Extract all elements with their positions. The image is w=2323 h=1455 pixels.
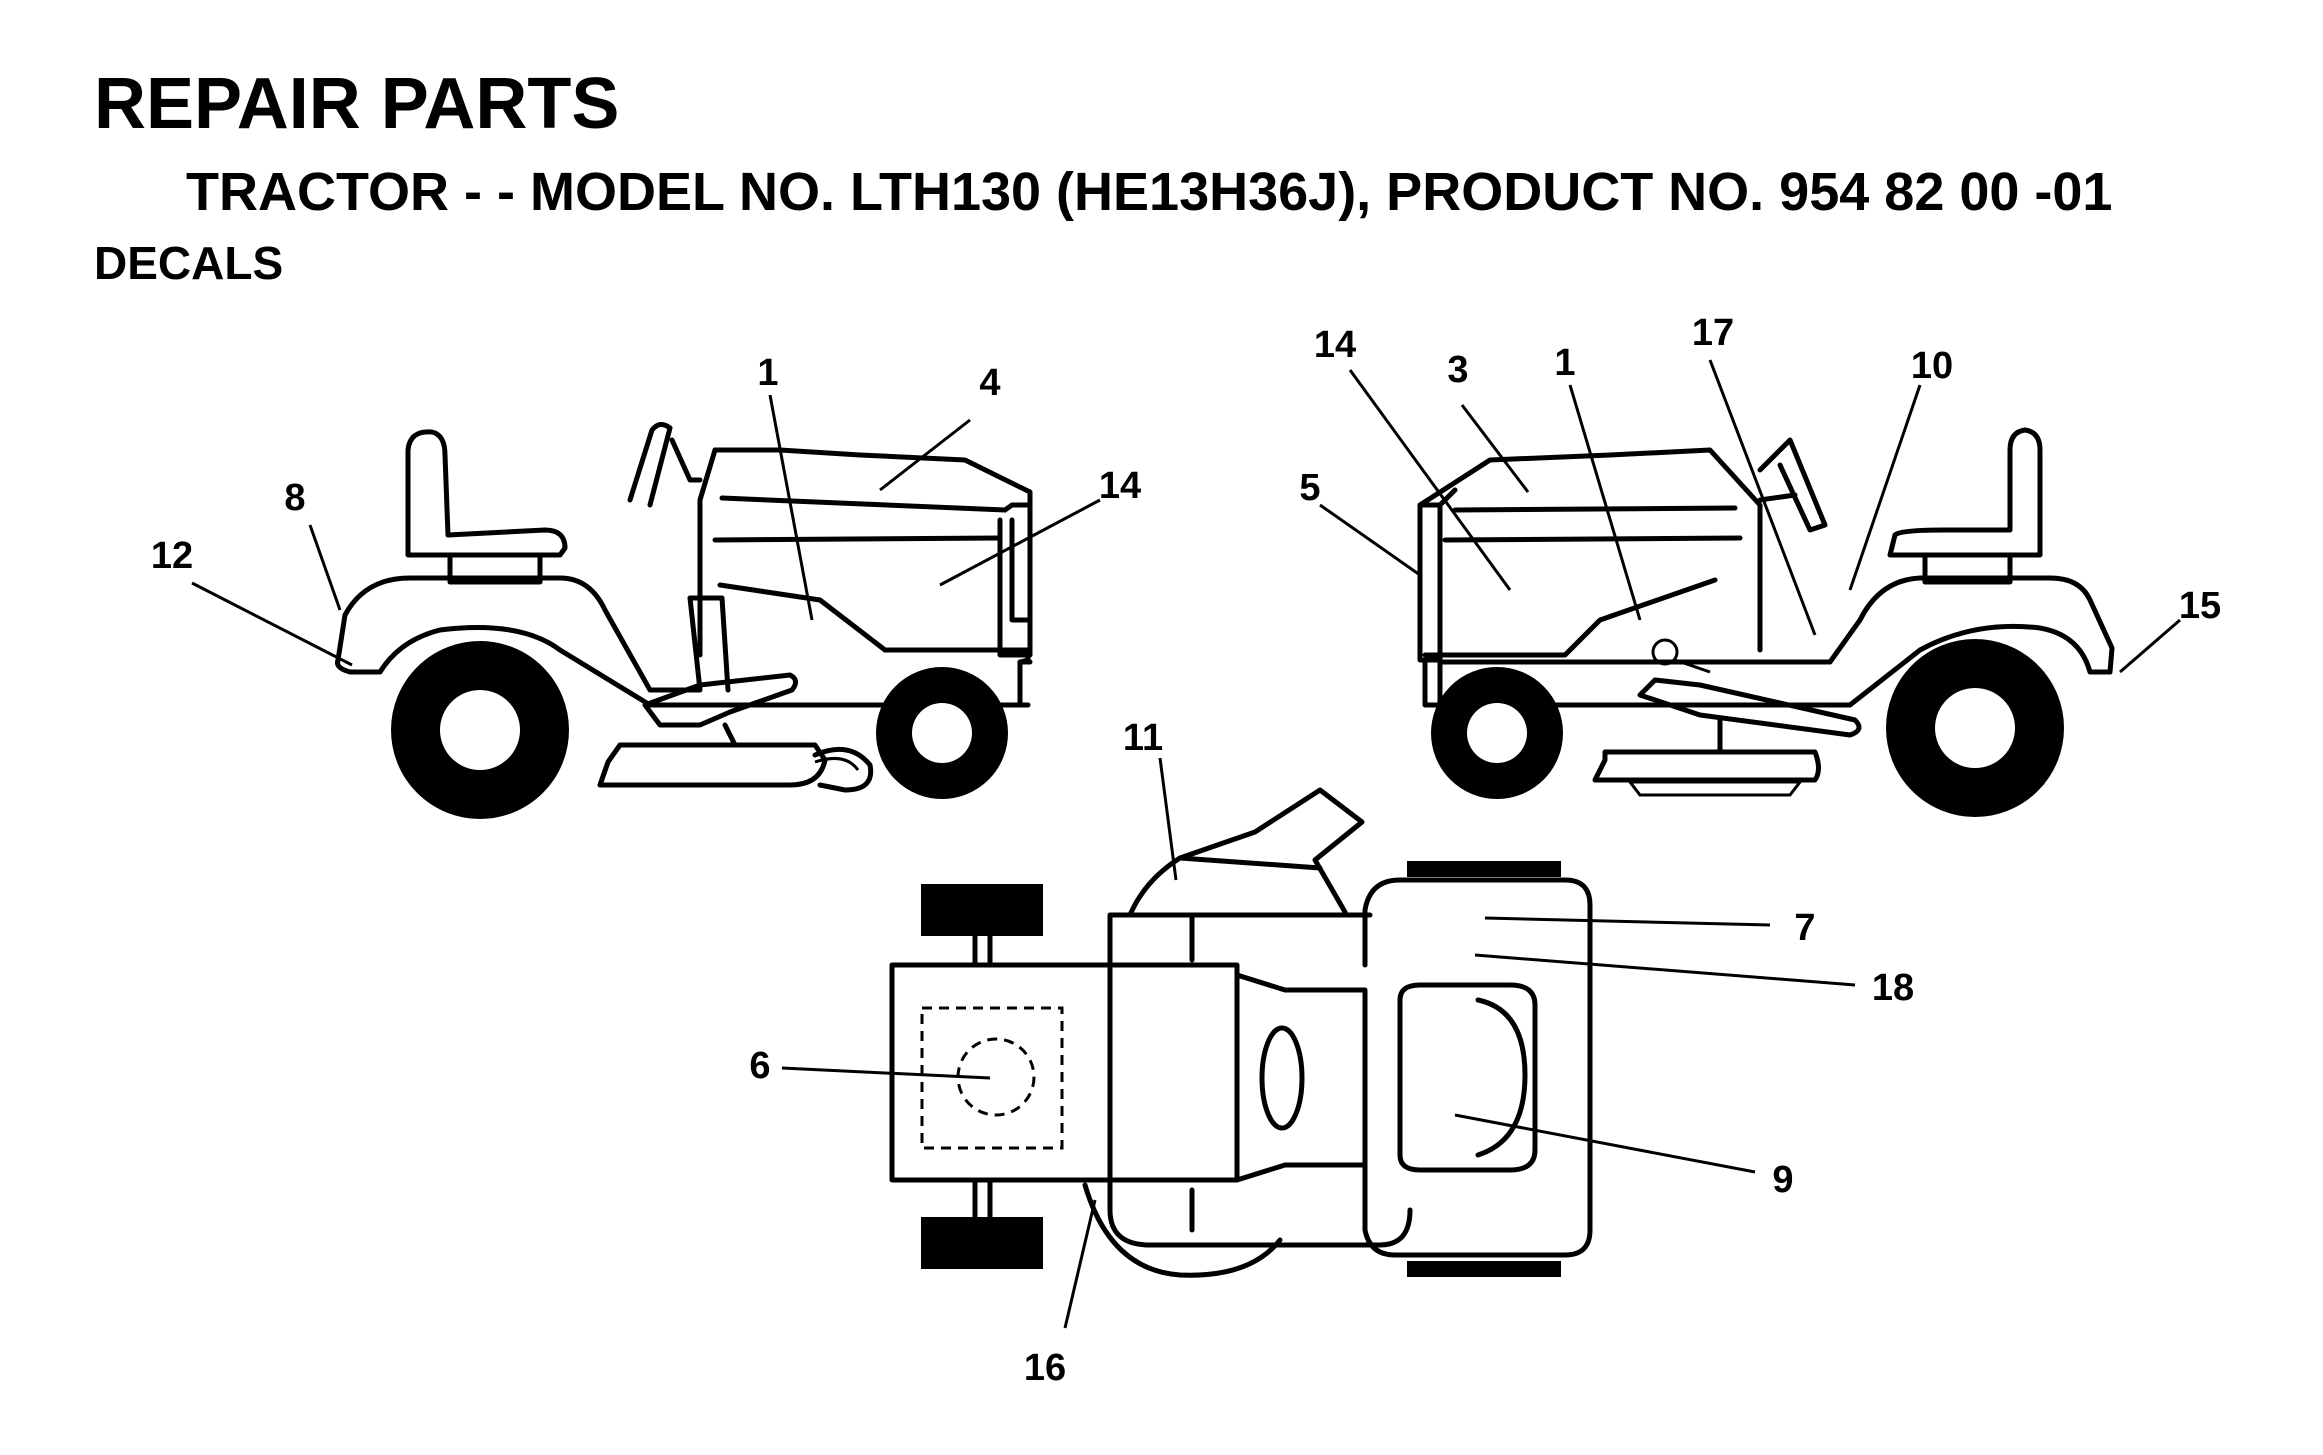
callout-top-7: 7 [1794,907,1815,949]
callout-left-12: 12 [151,535,193,577]
tractor-right-side-view [1319,359,2181,817]
callout-right-17: 17 [1692,312,1734,354]
callout-right-15: 15 [2179,585,2221,627]
callout-top-6: 6 [749,1045,770,1087]
callout-left-14: 14 [1099,465,1141,507]
callout-right-5: 5 [1299,467,1320,509]
callout-right-14: 14 [1314,324,1356,366]
callout-top-9: 9 [1772,1159,1793,1201]
callout-top-16: 16 [1024,1347,1066,1389]
callout-top-18: 18 [1872,967,1914,1009]
page-title: REPAIR PARTS [94,64,620,144]
callout-right-10: 10 [1911,345,1953,387]
section-heading: DECALS [94,237,284,289]
callout-labels: 1 4 8 12 14 14 3 1 17 10 5 15 11 7 18 6 … [151,312,2221,1389]
callout-top-11: 11 [1123,717,1163,759]
model-subtitle: TRACTOR - - MODEL NO. LTH130 (HE13H36J),… [186,162,2113,222]
callout-left-4: 4 [979,362,1000,404]
callout-left-8: 8 [284,477,305,519]
callout-left-1: 1 [757,352,778,394]
callout-right-1: 1 [1554,342,1575,384]
tractor-top-view [781,757,1856,1329]
callout-right-3: 3 [1447,349,1468,391]
tractor-left-side-view [191,394,1101,819]
